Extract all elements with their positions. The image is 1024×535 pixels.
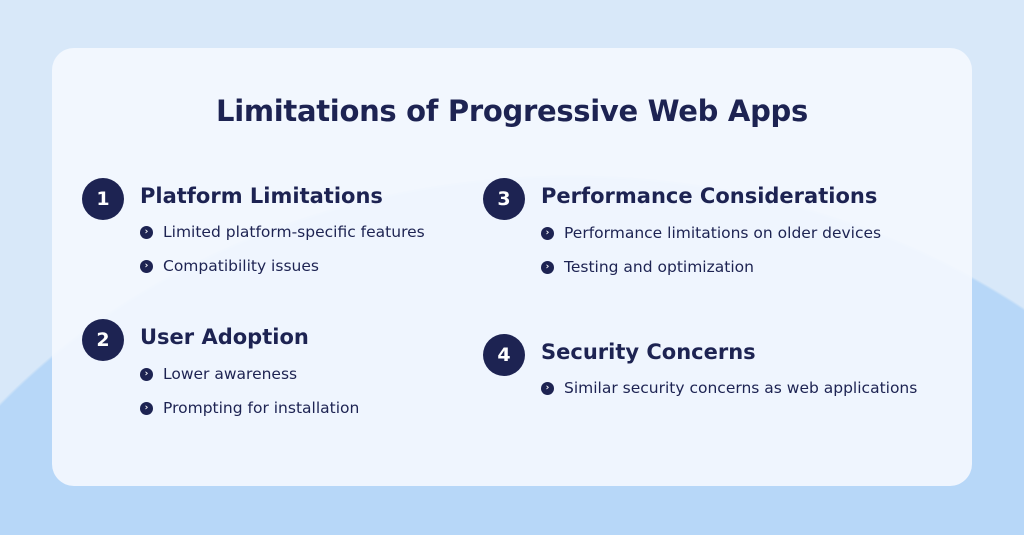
section-heading: Security Concerns (541, 340, 756, 364)
chevron-right-circle-icon: › (140, 401, 153, 415)
list-item: ›Similar security concerns as web applic… (541, 379, 917, 397)
number-badge: 3 (483, 178, 525, 220)
list-item: ›Prompting for installation (140, 399, 359, 417)
list-item: ›Testing and optimization (541, 258, 754, 276)
list-item: ›Performance limitations on older device… (541, 224, 881, 242)
chevron-right-circle-icon: › (140, 259, 153, 273)
section-heading: Performance Considerations (541, 184, 878, 208)
chevron-right-circle-icon: › (140, 225, 153, 239)
section-heading: Platform Limitations (140, 184, 383, 208)
list-item: ›Limited platform-specific features (140, 223, 425, 241)
chevron-right-circle-icon: › (541, 381, 554, 395)
list-item: ›Lower awareness (140, 365, 297, 383)
number-badge: 2 (82, 319, 124, 361)
content-card (52, 48, 972, 486)
number-badge: 4 (483, 334, 525, 376)
number-badge: 1 (82, 178, 124, 220)
section-heading: User Adoption (140, 325, 309, 349)
chevron-right-circle-icon: › (541, 260, 554, 274)
chevron-right-circle-icon: › (140, 367, 153, 381)
page-title: Limitations of Progressive Web Apps (216, 94, 808, 128)
list-item: ›Compatibility issues (140, 257, 319, 275)
chevron-right-circle-icon: › (541, 226, 554, 240)
